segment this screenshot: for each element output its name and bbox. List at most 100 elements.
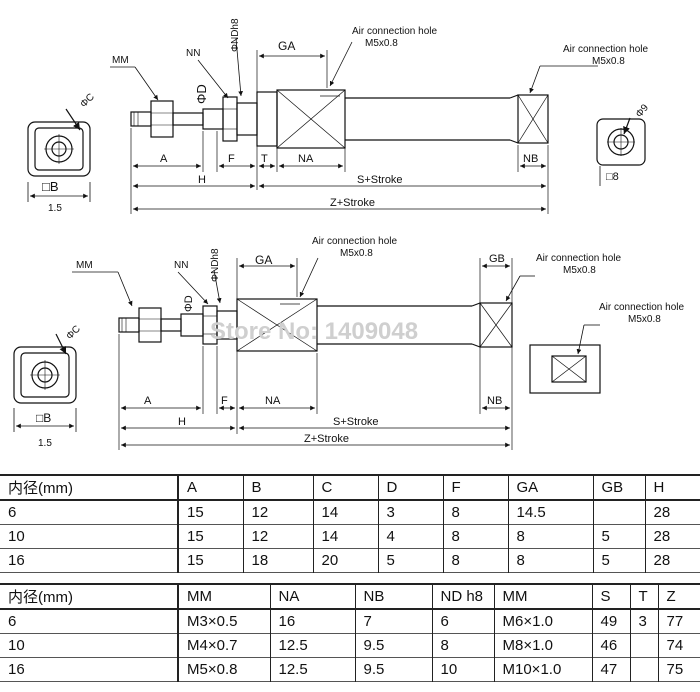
bottom-phi-d-label: ΦD [183,295,195,312]
table1-header-cell: A [178,475,244,500]
top-end-view-left [27,108,91,202]
table1-cell: 14.5 [508,500,594,525]
table1-cell: 15 [178,500,244,525]
top-end-view-right [596,117,646,186]
top-dimension-lines [133,53,546,212]
bottom-na-label: NA [265,395,281,407]
bottom-labels: MM NN ΦNDh8 ΦD GA GB Air connection hole… [36,236,684,449]
bottom-dimension-lines [121,263,510,448]
table1-cell: 18 [243,548,314,573]
table1-header-cell: C [313,475,379,500]
bottom-leader-lines [72,257,600,355]
table2-cell: 8 [432,633,495,658]
table1-cell: 12 [243,500,314,525]
top-b-dim-label: 1.5 [48,203,62,214]
store-watermark: Store No: 1409048 [210,318,418,345]
bottom-phi-c-label: ΦC [64,324,83,343]
table1-cell: 28 [653,552,671,569]
table2-cell: 10 [0,633,179,658]
table2-header-cell: ND h8 [432,584,495,609]
table1-header-cell: 内径(mm) [0,475,179,500]
table2-cell: 12.5 [270,633,356,658]
table1-cell: 5 [593,548,646,573]
table2-header-cell: NA [270,584,356,609]
top-s-stroke-label: S+Stroke [357,174,403,186]
top-z-stroke-label: Z+Stroke [330,197,375,209]
table2-cell: 75 [666,661,684,678]
table2-cell: 6 [0,609,179,634]
bottom-piston-rod [118,305,238,345]
table2-cell: 16 [270,609,356,634]
top-nn-label: NN [186,48,200,59]
bottom-b-dim-label: 1.5 [38,438,52,449]
table1-header-cell: F [443,475,509,500]
table2-cell: 7 [355,609,433,634]
table2-cell: M3×0.5 [178,609,271,634]
table2-cell: 9.5 [355,633,433,658]
top-b-square-label: □B [42,179,59,194]
top-air2-title: Air connection hole [563,44,648,55]
table2-header-cell: S [592,584,631,609]
table1-cell: 5 [593,524,646,549]
table2-header-cell: Z [666,588,676,605]
top-phi-d-label: ΦD [194,84,209,104]
table2-cell: M4×0.7 [178,633,271,658]
table1-cell: 4 [378,524,444,549]
bottom-end-view-left [13,333,77,432]
bottom-s-stroke-label: S+Stroke [333,416,379,428]
top-labels: MM NN ΦNDh8 ΦD GA Air connection hole M5… [42,18,651,214]
table2-cell: 9.5 [355,657,433,682]
top-nb-label: NB [523,153,538,165]
table1-cell: 8 [508,548,594,573]
table1-cell: 14 [313,524,379,549]
bottom-air2-size: M5x0.8 [563,265,596,276]
table1-cell: 10 [0,524,179,549]
top-f-label: F [228,153,235,165]
table1-cell: 12 [243,524,314,549]
table2-header-cell: 内径(mm) [0,584,179,609]
table2-cell: M5×0.8 [178,657,271,682]
table2-cell [630,633,659,658]
top-leader-lines [110,37,598,101]
table2-header-cell: MM [494,584,593,609]
table2-cell: M6×1.0 [494,609,593,634]
bottom-air3-title: Air connection hole [599,302,684,313]
bottom-ndh8-label: ΦNDh8 [210,248,221,282]
table1-cell: 3 [378,500,444,525]
top-h-label: H [198,174,206,186]
top-air2-size: M5x0.8 [592,56,625,67]
top-ndh8-label: ΦNDh8 [230,18,241,52]
table1-cell: 8 [443,524,509,549]
table2-cell: 46 [592,633,631,658]
bottom-air-hole-detail [529,344,601,394]
bottom-f-label: F [221,395,228,407]
top-a-label: A [160,153,168,165]
bottom-nn-label: NN [174,260,188,271]
bottom-nb-label: NB [487,395,502,407]
table1-cell: 15 [178,548,244,573]
top-t-label: T [261,153,268,165]
table2-cell: 10 [432,657,495,682]
table2-header-cell: NB [355,584,433,609]
bottom-mm-label: MM [76,260,93,271]
bottom-cylinder-body [236,298,513,352]
table2-cell: M10×1.0 [494,657,593,682]
top-phi-c-label: ΦC [78,92,97,111]
table1-cell: 28 [653,528,671,545]
top-view [27,37,646,214]
top-extension-lines [130,50,549,214]
table1-header-cell: H [653,479,665,496]
table1-cell: 20 [313,548,379,573]
table1-header-cell: B [243,475,314,500]
bottom-air1-title: Air connection hole [312,236,397,247]
top-ga-label: GA [278,39,295,53]
cylinder-dimension-drawing: MM NN ΦNDh8 ΦD GA Air connection hole M5… [13,18,684,450]
